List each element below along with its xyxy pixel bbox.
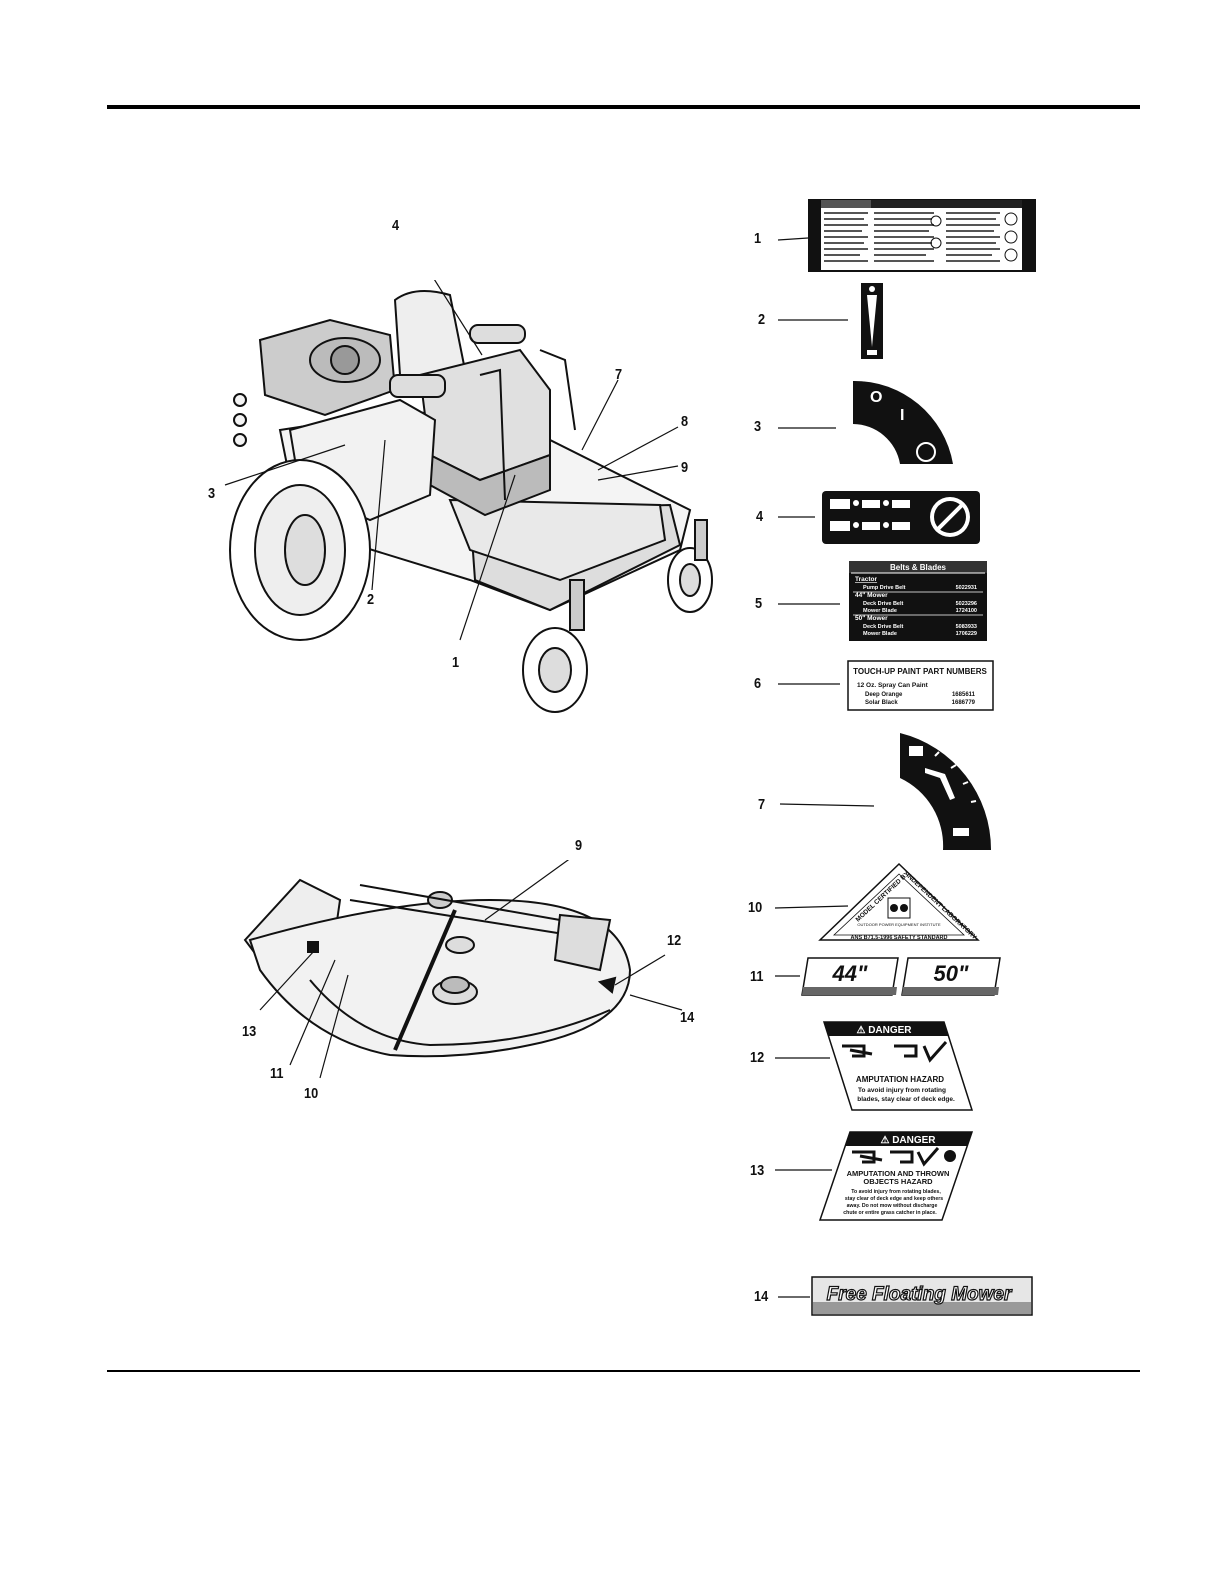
decal-5-row: Mower Blade xyxy=(863,608,897,614)
decal-13-title1: AMPUTATION AND THROWN xyxy=(847,1169,950,1178)
decal-5-section-tractor: Tractor xyxy=(855,576,878,583)
decal-6-row: Solar Black xyxy=(865,700,898,706)
decal-13-danger-thrown-objects: ⚠ DANGER AMPUTATION AND THROWN OBJECTS H… xyxy=(818,1131,974,1221)
decal-5-section-50: 50" Mower xyxy=(855,615,888,622)
callout-13: 13 xyxy=(242,1023,257,1040)
decal-13-title2: OBJECTS HAZARD xyxy=(863,1177,933,1186)
decal-number-13: 13 xyxy=(750,1162,765,1179)
decal-3-off-label: O xyxy=(870,389,882,406)
callout-2: 2 xyxy=(367,591,375,608)
decal-10-opei-triangle: MODEL CERTIFIED BY INDEPENDENT LABORATOR… xyxy=(818,862,980,942)
decal-11-50-label: 50" xyxy=(934,961,969,986)
callout-1: 1 xyxy=(452,654,460,671)
decal-13-header: ⚠ DANGER xyxy=(880,1135,936,1146)
decal-5-row: Mower Blade xyxy=(863,631,897,637)
decal-5-belts-blades: Belts & Blades Tractor Pump Drive Belt 5… xyxy=(849,561,987,641)
decal-5-value: 1706229 xyxy=(956,631,977,637)
decal-12-line1: To avoid injury from rotating xyxy=(858,1087,946,1094)
decal-10-standard: ANS B71.5-1996 SAFETY STANDARD xyxy=(851,935,948,941)
decal-5-value: 1724100 xyxy=(956,608,977,614)
decal-6-value: 1686779 xyxy=(952,700,976,706)
decal-2-throttle-strip xyxy=(861,283,883,359)
callout-8: 8 xyxy=(681,413,689,430)
decal-12-title: AMPUTATION HAZARD xyxy=(856,1075,944,1084)
footer-rule xyxy=(107,1370,1140,1372)
decal-7-height-arc xyxy=(900,733,992,850)
callout-12: 12 xyxy=(667,932,682,949)
decal-4-pictogram-label xyxy=(822,491,980,544)
decal-5-title: Belts & Blades xyxy=(890,563,947,572)
decal-6-title: TOUCH-UP PAINT PART NUMBERS xyxy=(853,667,987,676)
callout-9: 9 xyxy=(681,459,689,476)
callout-4: 4 xyxy=(392,217,400,234)
decal-number-12: 12 xyxy=(750,1049,765,1066)
decal-number-4: 4 xyxy=(756,508,764,525)
decal-5-value: 5023296 xyxy=(956,601,977,607)
decal-number-2: 2 xyxy=(758,311,766,328)
callout-deck-9: 9 xyxy=(575,837,583,854)
decal-13-line: To avoid injury from rotating blades, xyxy=(851,1189,941,1195)
decal-12-danger-amputation: ⚠ DANGER AMPUTATION HAZARD To avoid inju… xyxy=(822,1021,974,1111)
decal-number-1: 1 xyxy=(754,230,762,247)
decal-6-value: 1685611 xyxy=(952,692,976,698)
decal-3-ignition-arc: O I xyxy=(853,380,953,464)
callout-11: 11 xyxy=(270,1065,284,1082)
decal-5-value: 5022931 xyxy=(956,585,977,591)
decal-14-text: Free Floating Mower xyxy=(827,1284,1013,1305)
decal-number-7: 7 xyxy=(758,796,766,813)
decal-6-touch-up-paint: TOUCH-UP PAINT PART NUMBERS 12 Oz. Spray… xyxy=(847,660,994,711)
decal-10-institute: OUTDOOR POWER EQUIPMENT INSTITUTE xyxy=(857,922,941,927)
decal-6-subtitle: 12 Oz. Spray Can Paint xyxy=(857,682,929,689)
decal-number-14: 14 xyxy=(754,1288,769,1305)
decal-11-44-label: 44" xyxy=(832,961,868,986)
tractor-illustration xyxy=(224,280,713,713)
decal-number-3: 3 xyxy=(754,418,762,435)
decal-number-5: 5 xyxy=(755,595,763,612)
decal-11-deck-size-badges: 44" 50" xyxy=(801,957,1001,996)
callout-3: 3 xyxy=(208,485,216,502)
decal-12-line2: blades, stay clear of deck edge. xyxy=(857,1096,955,1103)
decal-5-value: 5083933 xyxy=(956,624,977,630)
callout-7: 7 xyxy=(615,366,623,383)
callout-14: 14 xyxy=(680,1009,695,1026)
decal-12-header: ⚠ DANGER xyxy=(856,1025,912,1036)
header-rule xyxy=(107,105,1140,109)
decal-14-free-floating-mower: Free Floating Mower xyxy=(811,1276,1033,1316)
decal-3-on-label: I xyxy=(900,407,904,424)
deck-illustration xyxy=(243,860,683,1079)
decal-5-row: Deck Drive Belt xyxy=(863,601,904,607)
decal-13-line: chute or entire grass catcher in place. xyxy=(843,1210,937,1216)
decal-number-11: 11 xyxy=(750,968,764,985)
decal-number-10: 10 xyxy=(748,899,763,916)
decal-13-line: away. Do not mow without discharge xyxy=(847,1203,938,1209)
callout-10: 10 xyxy=(304,1085,319,1102)
decal-5-section-44: 44" Mower xyxy=(855,592,888,599)
decal-6-row: Deep Orange xyxy=(865,692,903,698)
decal-1-warning-label xyxy=(808,199,1036,272)
decal-13-line: stay clear of deck edge and keep others xyxy=(845,1196,943,1202)
decal-5-row: Pump Drive Belt xyxy=(863,585,906,591)
decal-number-6: 6 xyxy=(754,675,762,692)
decal-5-row: Deck Drive Belt xyxy=(863,624,904,630)
